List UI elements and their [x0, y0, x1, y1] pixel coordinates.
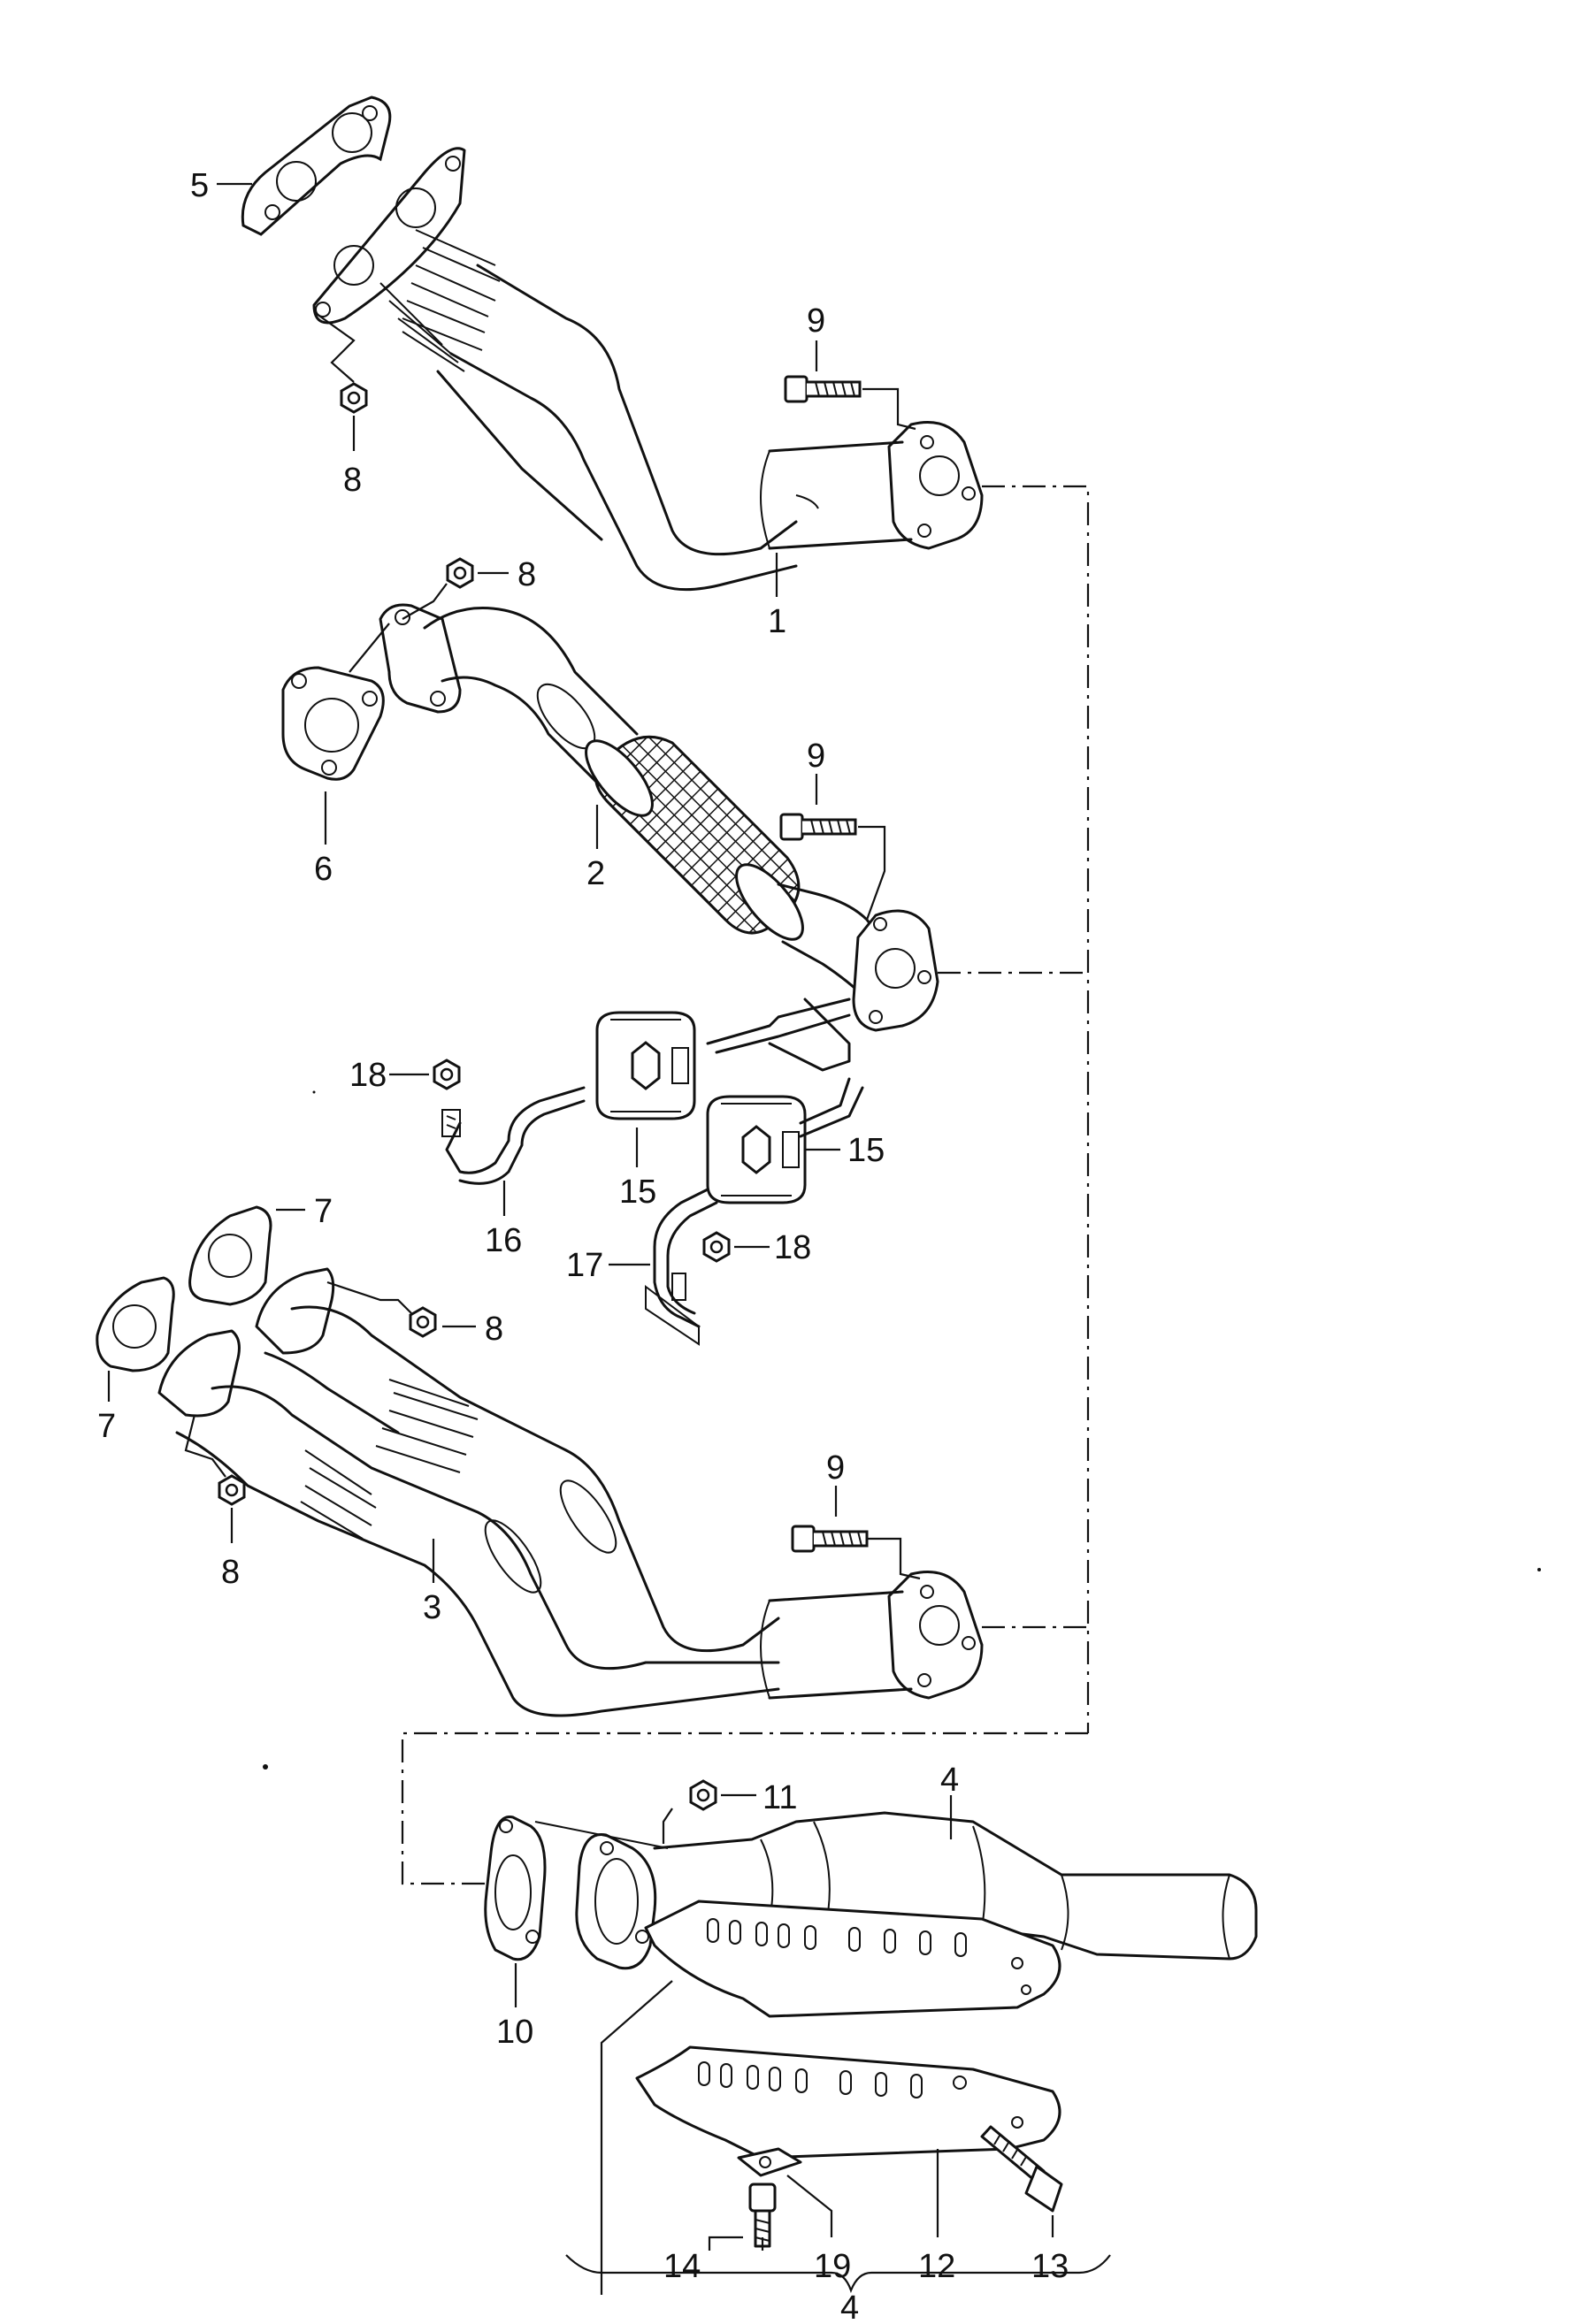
callout-4-top: 4	[940, 1762, 959, 1799]
callout-9-c: 9	[826, 1449, 845, 1487]
callout-11: 11	[763, 1779, 797, 1816]
callout-3: 3	[423, 1589, 441, 1626]
callout-18-left: 18	[349, 1057, 387, 1094]
clamp-17-icon	[653, 1188, 709, 1328]
callout-8-d: 8	[221, 1554, 240, 1591]
gasket-7b-icon	[96, 1276, 175, 1372]
gasket-7a-icon	[188, 1205, 272, 1306]
callout-10: 10	[496, 2014, 533, 2051]
gasket-5-icon	[241, 96, 392, 236]
callout-9-a: 9	[807, 302, 825, 340]
part-2-flex-pipe	[281, 557, 939, 1072]
rubber-mount-15a-icon	[595, 1011, 696, 1120]
nut-8c-icon	[409, 1306, 437, 1338]
bolt-9c-icon	[791, 1525, 869, 1553]
nut-8d-icon	[218, 1474, 246, 1506]
callout-18-right: 18	[774, 1229, 811, 1266]
callout-15-right: 15	[847, 1132, 885, 1169]
callout-14: 14	[663, 2248, 701, 2285]
clamp-16-icon	[445, 1086, 586, 1174]
bolt-14-icon	[748, 2183, 777, 2248]
gasket-10-icon	[484, 1816, 547, 1961]
callout-5: 5	[190, 167, 209, 204]
callout-17: 17	[566, 1247, 603, 1284]
bolt-9b-icon	[779, 813, 857, 841]
callout-13: 13	[1031, 2248, 1069, 2285]
part-12-heat-shield	[635, 2045, 1063, 2251]
callout-2: 2	[586, 855, 605, 892]
heat-shield-upper-icon	[644, 1900, 1061, 2018]
heat-shield-lower-icon	[635, 2045, 1061, 2160]
part-4-catalytic-converter	[484, 1779, 1258, 2295]
nut-8a-icon	[340, 382, 368, 414]
nut-18b-icon	[702, 1231, 731, 1263]
callout-labels: 1 2 3 4 4 5 6 7 7 8 8 8 8 9 9 9 10 11 12…	[97, 167, 1069, 2324]
rubber-mount-15b-icon	[706, 1095, 807, 1204]
part-3-front-pipe	[96, 1205, 984, 1717]
callout-4-bottom: 4	[840, 2290, 859, 2324]
nut-8b-icon	[446, 557, 474, 589]
callout-12: 12	[918, 2248, 955, 2285]
connection-lines	[401, 485, 1090, 1885]
bolt-13-icon	[980, 2125, 1063, 2213]
group-brace	[565, 2254, 1111, 2294]
bolt-9a-icon	[784, 375, 862, 403]
part-1-front-pipe	[217, 96, 984, 597]
callout-7-lower: 7	[97, 1408, 116, 1445]
callout-15-left: 15	[619, 1173, 656, 1211]
callout-6: 6	[314, 851, 333, 888]
callout-1: 1	[768, 603, 786, 640]
callout-9-b: 9	[807, 738, 825, 775]
callout-8-a: 8	[343, 462, 362, 499]
nut-11-icon	[689, 1779, 717, 1811]
hanger-assembly	[389, 998, 864, 1346]
gasket-6-icon	[281, 666, 385, 781]
nut-18a-icon	[433, 1059, 461, 1090]
callout-19: 19	[814, 2248, 851, 2285]
callout-16: 16	[485, 1222, 522, 1259]
callout-7-upper: 7	[314, 1193, 333, 1230]
callout-8-c: 8	[485, 1311, 503, 1348]
callout-8-b: 8	[517, 556, 536, 593]
